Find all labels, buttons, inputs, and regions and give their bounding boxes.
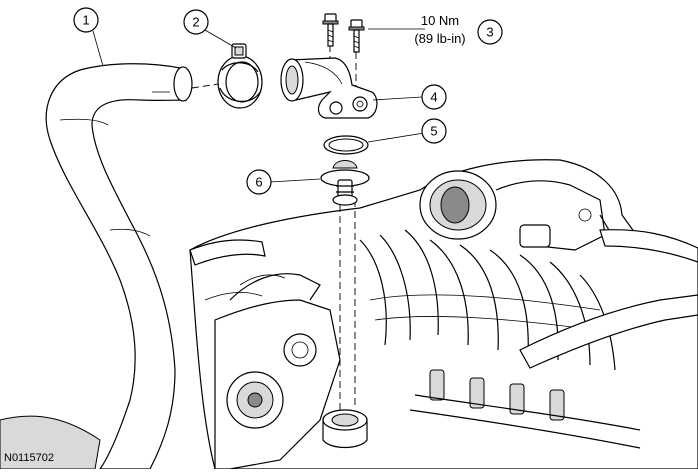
figure-id: N0115702	[4, 452, 54, 464]
thermostat-housing	[280, 57, 378, 119]
housing-bolts	[322, 13, 365, 53]
front-cover	[214, 273, 341, 470]
callout-2-number: 2	[192, 15, 199, 30]
callout-leaders	[92, 28, 425, 183]
bolt-left	[322, 13, 339, 47]
callout-1: 1	[73, 7, 99, 33]
torque-metric: 10 Nm	[421, 13, 459, 28]
engine-assembly	[189, 159, 698, 470]
throttle-body	[419, 170, 613, 251]
torque-specification: 10 Nm (89 lb-in)	[414, 13, 465, 46]
callout-4-number: 4	[430, 90, 437, 105]
callout-3: 3	[477, 19, 503, 45]
callout-6-number: 6	[255, 175, 262, 190]
o-ring-gasket	[323, 135, 369, 155]
thermostat	[320, 160, 370, 206]
bolt-right	[348, 19, 365, 53]
callout-4: 4	[421, 84, 447, 110]
radiator-hose	[0, 63, 193, 470]
torque-imperial: (89 lb-in)	[414, 31, 465, 46]
callout-5-number: 5	[430, 124, 437, 139]
fuel-injectors	[409, 369, 641, 449]
callout-6: 6	[246, 169, 272, 195]
hose-clamp	[217, 43, 263, 109]
callout-5: 5	[421, 118, 447, 144]
callout-1-number: 1	[82, 13, 89, 28]
thermostat-seat	[322, 409, 368, 449]
callout-2: 2	[183, 9, 209, 35]
callout-3-number: 3	[486, 25, 493, 40]
